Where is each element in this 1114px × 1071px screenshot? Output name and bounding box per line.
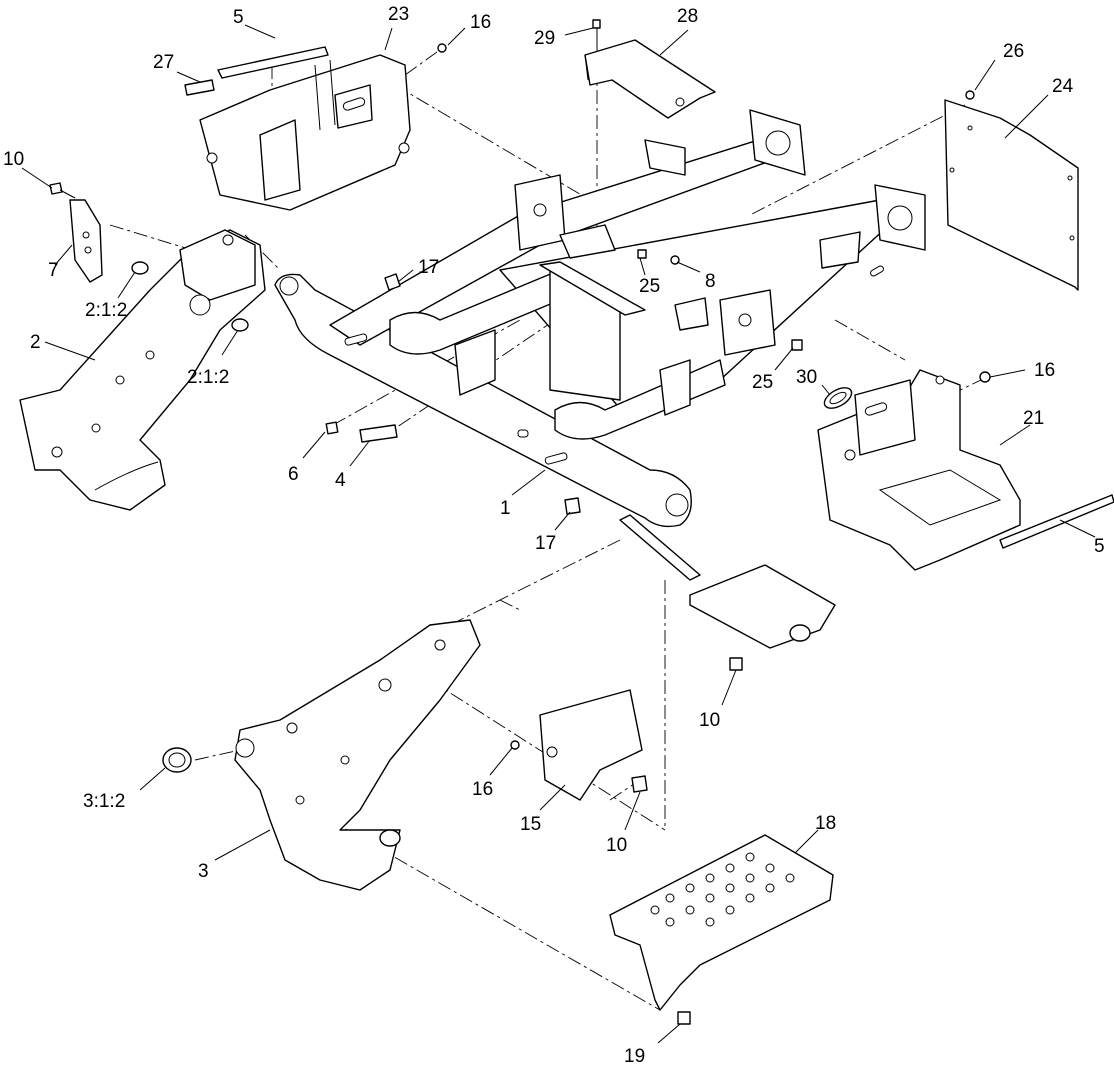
callout-3-1-2: 3:1:2 bbox=[83, 791, 125, 812]
callout-30: 30 bbox=[796, 367, 817, 388]
callout-6: 6 bbox=[288, 464, 299, 485]
bracket-15 bbox=[539, 689, 643, 801]
panel-24 bbox=[944, 99, 1079, 291]
bolt-17-top bbox=[384, 273, 401, 291]
step-upper bbox=[689, 564, 836, 649]
callout-28: 28 bbox=[677, 6, 698, 27]
bolt-25-a bbox=[637, 249, 647, 259]
pad-5-right bbox=[999, 494, 1114, 549]
callout-labels: 5 23 16 27 29 28 26 24 10 7 2:1:2 2 2:1:… bbox=[3, 4, 1105, 1067]
callout-10-mid: 10 bbox=[699, 710, 720, 731]
callout-2-1-2-b: 2:1:2 bbox=[187, 367, 229, 388]
battery-tray-upper bbox=[199, 54, 411, 211]
step-plate bbox=[609, 834, 834, 1011]
callout-18: 18 bbox=[815, 813, 836, 834]
callout-27: 27 bbox=[153, 52, 174, 73]
pad-27 bbox=[184, 79, 215, 96]
callout-29: 29 bbox=[534, 28, 555, 49]
callout-5-top: 5 bbox=[233, 7, 244, 28]
callout-3: 3 bbox=[198, 861, 209, 882]
callout-1: 1 bbox=[500, 498, 511, 519]
bracket-7 bbox=[69, 199, 103, 283]
bolt-10-left bbox=[49, 182, 76, 199]
bolt-10-mid bbox=[729, 657, 743, 671]
callout-10-bottom: 10 bbox=[606, 835, 627, 856]
callout-23: 23 bbox=[388, 4, 409, 25]
pad-6 bbox=[325, 421, 339, 435]
callout-16-right: 16 bbox=[1034, 360, 1055, 381]
callout-25-a: 25 bbox=[639, 276, 660, 297]
step-plate-holes bbox=[650, 852, 795, 927]
bolt-25-b bbox=[791, 339, 803, 351]
callout-15: 15 bbox=[520, 814, 541, 835]
spindle-bracket-right bbox=[234, 619, 481, 891]
callout-2: 2 bbox=[30, 332, 41, 353]
nut-16-bottom bbox=[510, 740, 520, 750]
bolt-17-bottom bbox=[564, 497, 581, 515]
callout-8: 8 bbox=[705, 271, 716, 292]
bushing-2-1-2-b bbox=[231, 318, 249, 332]
callout-26: 26 bbox=[1003, 41, 1024, 62]
callout-17-bottom: 17 bbox=[535, 533, 556, 554]
battery-tray-lower bbox=[817, 369, 1021, 571]
callout-7: 7 bbox=[48, 260, 59, 281]
pad-top bbox=[217, 46, 329, 79]
callout-25-b: 25 bbox=[752, 372, 773, 393]
callout-19: 19 bbox=[624, 1046, 645, 1067]
nut-16-right bbox=[979, 371, 991, 383]
callout-10-left: 10 bbox=[3, 149, 24, 170]
callout-17-top: 17 bbox=[418, 257, 439, 278]
callout-4: 4 bbox=[335, 470, 346, 491]
bolt-19 bbox=[677, 1011, 691, 1025]
leader-lines bbox=[21, 24, 1096, 1044]
grommet-30 bbox=[823, 387, 853, 409]
nut-26 bbox=[965, 90, 975, 100]
callout-21: 21 bbox=[1023, 408, 1044, 429]
callout-16-bottom: 16 bbox=[472, 779, 493, 800]
callout-5-right: 5 bbox=[1094, 536, 1105, 557]
spindle-bracket-left bbox=[19, 229, 266, 511]
bushing-3-1-2 bbox=[162, 747, 192, 773]
bolt-29 bbox=[592, 19, 601, 50]
cover-28 bbox=[584, 39, 716, 119]
bolt-10-bottom bbox=[631, 775, 648, 793]
pad-4 bbox=[359, 424, 398, 443]
bushing-2-1-2-a bbox=[131, 261, 149, 275]
nut-16-top bbox=[437, 43, 447, 53]
main-frame bbox=[274, 109, 926, 581]
callout-2-1-2-a: 2:1:2 bbox=[85, 300, 127, 321]
callout-24: 24 bbox=[1052, 76, 1074, 97]
callout-16-top: 16 bbox=[470, 12, 491, 33]
